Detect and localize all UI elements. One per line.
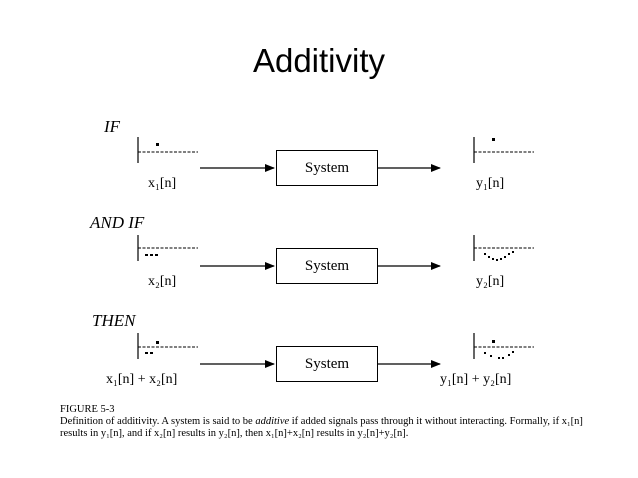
row-label-and-if: AND IF	[90, 213, 145, 232]
system-box-2: System	[276, 248, 378, 284]
caption-emphasis: additive	[255, 416, 290, 427]
signal-plot-y1-plus-y2	[473, 333, 534, 359]
caption-text-before: Definition of additivity. A system is sa…	[60, 416, 256, 427]
system-box-1: System	[276, 150, 378, 186]
signal-plot-y1	[473, 137, 534, 163]
output-label-2: y₂[n]	[476, 274, 505, 289]
input-label-2: x₂[n]	[148, 274, 177, 289]
figure-caption: FIGURE 5-3 Definition of additivity. A s…	[60, 404, 600, 440]
slide-title: Additivity	[252, 42, 386, 79]
signal-plot-x2	[137, 235, 198, 261]
signal-plot-x1	[137, 137, 198, 163]
system-box-label: System	[304, 355, 350, 372]
system-box-label: System	[304, 257, 350, 274]
input-label-1: x₁[n]	[148, 176, 177, 191]
row-label-then: THEN	[92, 311, 136, 330]
figure-number: FIGURE 5-3	[60, 404, 115, 415]
input-label-3: x₁[n] + x₂[n]	[106, 372, 178, 387]
signal-plot-x1-plus-x2	[137, 333, 198, 359]
row-label-if: IF	[104, 117, 121, 136]
output-label-1: y₁[n]	[476, 176, 505, 191]
caption-text-after: if added signals pass through it without…	[60, 416, 583, 439]
system-box-3: System	[276, 346, 378, 382]
output-label-3: y₁[n] + y₂[n]	[440, 372, 512, 387]
system-box-label: System	[304, 159, 350, 176]
signal-plot-y2	[473, 235, 534, 261]
